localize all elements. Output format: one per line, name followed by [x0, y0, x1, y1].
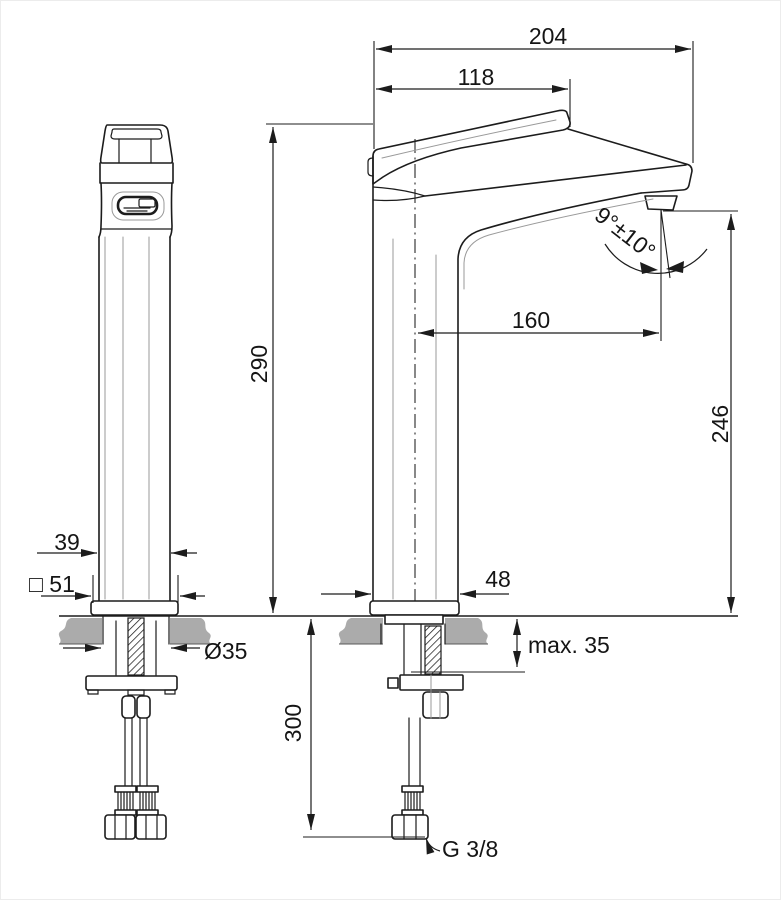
dim-handle-reach-label: 118: [458, 64, 495, 90]
ext-lines-top: [266, 41, 738, 212]
side-spout-tip: [640, 163, 693, 194]
front-mounting-plate: [85, 675, 178, 691]
front-body-band: [99, 162, 174, 184]
jet-angle-arc: [604, 243, 708, 274]
jet-tilted-line: [660, 209, 671, 279]
dim-overall-depth-label: 204: [529, 23, 568, 49]
side-hose-coupling-nut: [422, 691, 449, 719]
front-body-sides: [98, 182, 173, 238]
faucet-front-view: [85, 124, 179, 840]
side-spout-underside: [457, 192, 642, 602]
ext-lines-bottom: [92, 575, 525, 838]
dim-thread-label: G 3/8: [442, 836, 498, 862]
front-hose-coupling-2: [136, 695, 151, 719]
side-handle-inner-line: [381, 119, 557, 159]
jet-angle-arrow-right: [666, 261, 684, 273]
dim-hose-length-label: 300: [280, 704, 306, 742]
front-aerator-window: [138, 198, 156, 208]
side-coupling-facets: [430, 691, 441, 719]
side-bottom-hex-facets: [403, 814, 417, 840]
deck-gray-front-right: [170, 618, 211, 644]
jet-angle-arrow-left: [640, 262, 658, 274]
dim-hole-diameter-label: Ø35: [204, 638, 247, 664]
front-braid-cap-1t: [114, 785, 137, 793]
front-hex-nut-2: [135, 814, 167, 840]
front-aerator-recess: [111, 191, 165, 221]
side-handle-tab: [367, 157, 374, 177]
side-plinth: [384, 614, 444, 625]
leader-g38: [425, 837, 441, 855]
dim-max-deck-label: max. 35: [528, 632, 610, 658]
deck-gray-front-left: [58, 618, 102, 644]
side-base-plate: [369, 600, 460, 616]
front-column-facet-lines: [104, 236, 150, 600]
side-threaded-rod: [424, 625, 442, 675]
deck-hole-edges: [102, 615, 446, 645]
deck-gray-side-right: [445, 618, 488, 644]
front-aerator: [116, 195, 159, 216]
side-braid-ribs: [404, 791, 421, 811]
side-bottom-hex-nut: [391, 814, 429, 840]
front-shank-tubes: [115, 620, 157, 676]
side-bracket-tab: [387, 677, 399, 689]
front-braid-ribs-1: [117, 791, 134, 811]
side-spout-inner-sweep: [463, 198, 654, 290]
side-spout-top-near-edge: [424, 164, 687, 197]
side-shank-tube: [403, 623, 422, 675]
front-shank-butt: [127, 689, 145, 696]
front-aerator-shading: [123, 207, 151, 212]
side-spout-top-far-edge: [567, 128, 687, 165]
front-hoses: [124, 717, 148, 787]
front-hose-coupling-1: [121, 695, 136, 719]
faucet-side-view: [367, 109, 693, 840]
front-mounting-plate-tabs: [87, 689, 176, 695]
dim-spout-height-label: 246: [707, 405, 733, 443]
front-braid-ribs-2: [139, 791, 156, 811]
side-braid-cap-top: [401, 785, 424, 793]
deck-gray-side-left: [338, 618, 383, 644]
side-handle-outline: [372, 109, 571, 185]
side-aerator: [644, 195, 678, 211]
front-handle-facets: [118, 138, 152, 164]
front-base-plate: [90, 600, 179, 616]
side-column-facet-lines: [392, 238, 437, 600]
front-threaded-shank: [127, 617, 145, 676]
front-column-edges: [98, 236, 171, 602]
front-hex-nut-1: [104, 814, 136, 840]
dim-column-depth-label: 48: [485, 566, 511, 592]
dim-spout-reach-label: 160: [512, 307, 550, 333]
front-handle-outline: [99, 124, 174, 164]
side-body-ridge: [372, 186, 426, 202]
front-braid-cap-2t: [136, 785, 159, 793]
side-hose: [408, 717, 421, 787]
dim-base-square-label: □ 51: [29, 571, 75, 597]
dim-jet-angle-label: 9°±10°: [590, 201, 661, 264]
dim-column-width-label: 39: [54, 529, 80, 555]
dimension-graphics: [37, 41, 738, 855]
front-handle-topface: [110, 128, 163, 140]
dim-height-label: 290: [246, 345, 272, 383]
front-hex-facets: [114, 814, 158, 840]
